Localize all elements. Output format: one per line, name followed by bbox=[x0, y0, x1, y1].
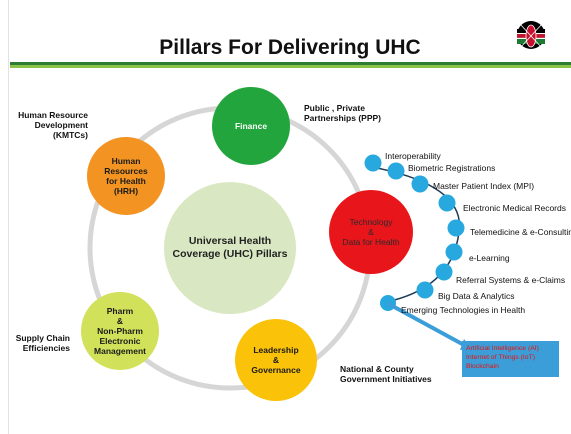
leadership-circle bbox=[235, 319, 317, 401]
tech-dot bbox=[416, 281, 434, 299]
hrh-circle bbox=[87, 137, 165, 215]
tech-dot bbox=[447, 219, 465, 237]
emerging-tech-box: Artificial Intelligence (AI) Internet of… bbox=[462, 341, 559, 377]
tech-item-label: Emerging Technologies in Health bbox=[401, 305, 526, 315]
national-county-label: National & County Government Initiatives bbox=[340, 364, 432, 384]
tech-item-label: Electronic Medical Records bbox=[463, 203, 566, 213]
emerging-pointer bbox=[386, 301, 465, 347]
tech-dot bbox=[387, 162, 405, 180]
tech-item-label: Master Patient Index (MPI) bbox=[433, 181, 535, 191]
emerging-tech-item: Blockchain bbox=[466, 363, 499, 370]
tech-item-label: e-Learning bbox=[469, 253, 510, 263]
pharm-circle bbox=[81, 292, 159, 370]
tech-dot bbox=[364, 154, 382, 172]
finance-label: Finance bbox=[234, 121, 268, 131]
tech-dot bbox=[438, 194, 456, 212]
tech-item-label: Referral Systems & e-Claims bbox=[456, 275, 566, 285]
tech-item-label: Big Data & Analytics bbox=[438, 291, 515, 301]
supply-chain-label: Supply Chain Efficiencies bbox=[15, 333, 70, 353]
kenya-coat-of-arms-icon bbox=[517, 21, 545, 49]
emerging-tech-item: Artificial Intelligence (AI) bbox=[466, 345, 539, 352]
tech-item-label: Telemedicine & e-Consulting bbox=[470, 227, 571, 237]
ppp-label: Public , Private Partnerships (PPP) bbox=[304, 103, 381, 123]
leadership-label: Leadership & Governance bbox=[251, 345, 301, 375]
finance-circle bbox=[212, 87, 290, 165]
tech-dot bbox=[435, 263, 453, 281]
emerging-tech-item: Internet of Things (IoT) bbox=[466, 354, 536, 361]
center-label: Universal Health Coverage (UHC) Pillars bbox=[172, 235, 288, 260]
technology-label: Technology & Data for Health bbox=[342, 217, 400, 247]
title-rule-dark bbox=[10, 62, 571, 65]
tech-dots-group bbox=[364, 154, 465, 311]
page-title: Pillars For Delivering UHC bbox=[159, 36, 421, 59]
technology-circle bbox=[329, 190, 413, 274]
pharm-label: Pharm & Non-Pharm Electronic Management bbox=[94, 306, 146, 356]
tech-item-label: Interoperability bbox=[385, 151, 441, 161]
left-border bbox=[8, 0, 9, 434]
tech-dot bbox=[411, 175, 429, 193]
title-rule-light bbox=[10, 65, 571, 68]
tech-dot bbox=[445, 243, 463, 261]
hrh-label: Human Resources for Health (HRH) bbox=[104, 156, 148, 196]
center-circle bbox=[164, 182, 296, 314]
tech-item-label: Biometric Registrations bbox=[408, 163, 496, 173]
kmtc-label: Human Resource Development (KMTCs) bbox=[18, 110, 88, 140]
